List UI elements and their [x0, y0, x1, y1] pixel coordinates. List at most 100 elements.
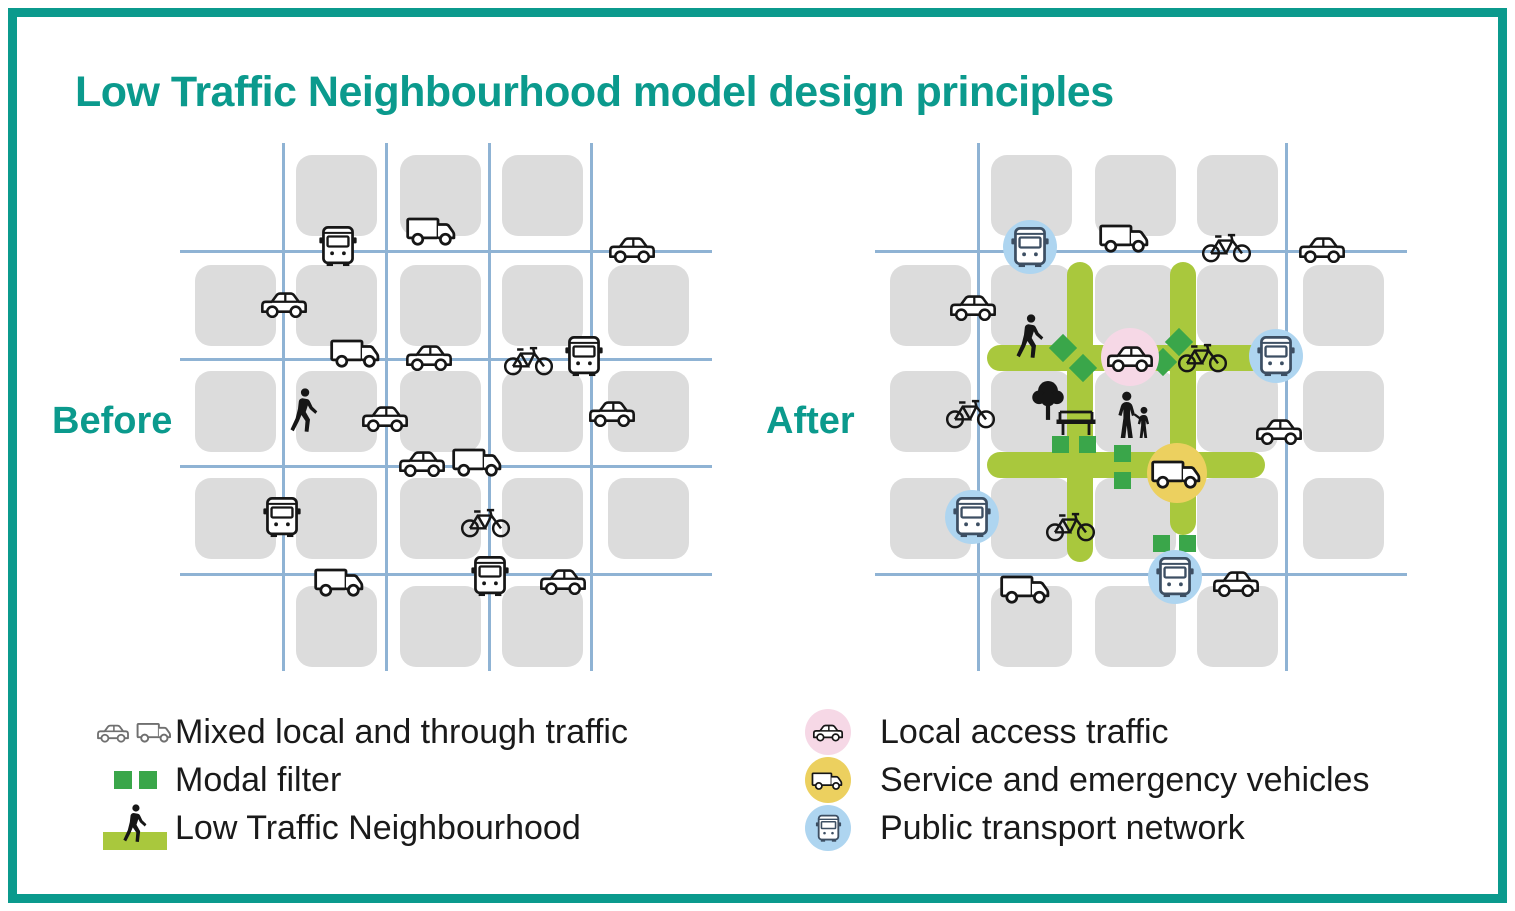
truck-icon — [998, 570, 1055, 607]
bus-icon — [1256, 335, 1296, 378]
local-access-car-icon — [800, 709, 856, 755]
legend-item-public-transport: Public transport network — [800, 804, 1369, 852]
car-icon — [537, 564, 589, 597]
legend-label: Modal filter — [175, 760, 342, 799]
bus-icon — [1010, 226, 1050, 269]
family-icon — [1114, 391, 1152, 439]
city-block — [991, 478, 1072, 559]
city-block — [400, 586, 481, 667]
city-block — [502, 155, 583, 236]
truck-icon — [1149, 455, 1206, 492]
street-line-vertical — [977, 143, 980, 671]
street-line-horizontal — [180, 465, 712, 468]
city-block — [502, 371, 583, 452]
street-line-vertical — [590, 143, 593, 671]
bike-icon — [1177, 340, 1228, 373]
legend-label: Mixed local and through traffic — [175, 712, 628, 751]
before-map — [180, 140, 712, 700]
city-block — [608, 478, 689, 559]
car-icon — [947, 290, 999, 323]
legend-label: Public transport network — [880, 808, 1245, 847]
truck-icon — [450, 443, 507, 480]
city-block — [1197, 155, 1278, 236]
legend-left: Mixed local and through traffic Modal fi… — [95, 708, 628, 852]
city-block — [608, 265, 689, 346]
city-block — [1303, 478, 1384, 559]
car-icon — [258, 287, 310, 320]
car-icon — [1296, 232, 1348, 265]
service-truck-icon — [800, 757, 856, 803]
bike-icon — [1201, 230, 1252, 263]
city-block — [1303, 265, 1384, 346]
city-block — [296, 478, 377, 559]
bus-icon — [564, 335, 604, 378]
legend-item-local-access: Local access traffic — [800, 708, 1369, 756]
car-icon — [606, 232, 658, 265]
city-block — [296, 371, 377, 452]
legend-label: Service and emergency vehicles — [880, 760, 1370, 799]
car-icon — [396, 446, 448, 479]
city-block — [296, 586, 377, 667]
bus-icon — [470, 555, 510, 598]
pedestrian-icon — [290, 388, 318, 433]
car-icon — [403, 340, 455, 373]
bus-icon — [1155, 556, 1195, 599]
page-title: Low Traffic Neighbourhood model design p… — [75, 68, 1114, 116]
car-icon — [1253, 414, 1305, 447]
modal-filter-icon — [95, 771, 175, 789]
street-line-horizontal — [875, 573, 1407, 576]
bike-icon — [460, 505, 511, 538]
bench-icon — [1055, 410, 1097, 436]
truck-icon — [312, 563, 369, 600]
city-block — [400, 371, 481, 452]
city-block — [1197, 586, 1278, 667]
bike-icon — [503, 343, 554, 376]
city-block — [296, 265, 377, 346]
car-icon — [359, 401, 411, 434]
city-block — [1197, 478, 1278, 559]
city-block — [296, 155, 377, 236]
after-label: After — [766, 400, 855, 442]
city-block — [1095, 155, 1176, 236]
public-bus-icon — [800, 805, 856, 851]
modal-filter-marker — [1178, 534, 1196, 552]
after-map — [875, 140, 1407, 700]
street-line-vertical — [1285, 143, 1288, 671]
street-line-horizontal — [180, 573, 712, 576]
city-block — [502, 586, 583, 667]
city-block — [195, 478, 276, 559]
legend-item-ltn: Low Traffic Neighbourhood — [95, 804, 628, 852]
car-icon — [1210, 566, 1262, 599]
bus-icon — [952, 496, 992, 539]
before-label: Before — [52, 400, 173, 442]
ltn-pedestrian-icon — [95, 804, 175, 852]
street-line-horizontal — [875, 250, 1407, 253]
modal-filter-marker — [1113, 444, 1131, 462]
modal-filter-marker — [1152, 534, 1170, 552]
modal-filter-marker — [1078, 435, 1096, 453]
bus-icon — [262, 496, 302, 539]
legend-item-modal-filter: Modal filter — [95, 756, 628, 804]
city-block — [502, 478, 583, 559]
legend-item-service-vehicles: Service and emergency vehicles — [800, 756, 1369, 804]
legend-label: Low Traffic Neighbourhood — [175, 808, 581, 847]
legend-item-mixed-traffic: Mixed local and through traffic — [95, 708, 628, 756]
legend-right: Local access traffic Service and emergen… — [800, 708, 1369, 852]
bike-icon — [945, 396, 996, 429]
truck-icon — [1097, 219, 1154, 256]
city-block — [1303, 371, 1384, 452]
mixed-traffic-icon — [95, 719, 175, 745]
city-block — [400, 265, 481, 346]
street-line-vertical — [282, 143, 285, 671]
street-line-horizontal — [180, 250, 712, 253]
street-line-vertical — [488, 143, 491, 671]
pedestrian-icon — [1016, 314, 1044, 359]
modal-filter-marker — [1051, 435, 1069, 453]
modal-filter-marker — [1113, 471, 1131, 489]
city-block — [400, 478, 481, 559]
car-icon — [586, 396, 638, 429]
bus-icon — [318, 225, 358, 268]
city-block — [502, 265, 583, 346]
city-block — [991, 586, 1072, 667]
